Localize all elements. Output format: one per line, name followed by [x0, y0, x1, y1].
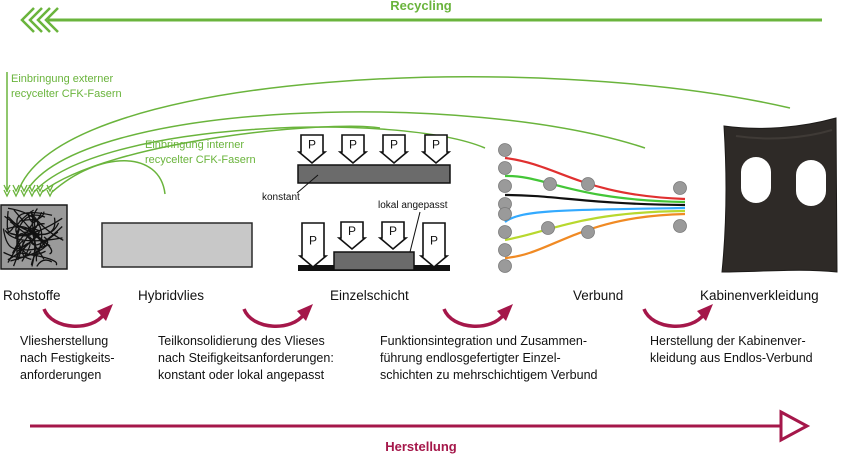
roller-icon [541, 221, 555, 235]
press-label: P [390, 138, 398, 152]
curved-arrow-icon [42, 304, 113, 328]
roller-icon [498, 225, 512, 239]
curved-step-arrows [42, 304, 713, 328]
roller-icon [498, 143, 512, 157]
roller-icon [498, 259, 512, 273]
press-arrow-icon: P [296, 134, 328, 165]
panel-window-left [741, 157, 771, 203]
svg-text:schichten zu mehrschichtigem V: schichten zu mehrschichtigem Verbund [380, 368, 598, 382]
composite-merge [498, 143, 687, 273]
step-description-1: Vliesherstellung nach Festigkeits- anfor… [20, 334, 114, 382]
manufacturing-arrow [30, 409, 811, 443]
composite-layer-line [504, 174, 686, 204]
svg-text:führung endlosgefertigter Einz: führung endlosgefertigter Einzel- [380, 351, 561, 365]
stage-label-einzelschicht: Einzelschicht [330, 288, 409, 303]
local-press-group: P P P P lokal angepasst [297, 200, 450, 271]
arrow-right-icon [779, 409, 811, 443]
press-arrow-icon: P [418, 222, 450, 269]
press-arrow-icon: P [420, 134, 452, 165]
curved-arrow-icon [442, 304, 513, 328]
press-label: P [432, 138, 440, 152]
press-label: P [349, 138, 357, 152]
press-arrow-icon: P [378, 134, 410, 165]
curved-arrow-icon [642, 304, 713, 328]
curved-arrow-icon [242, 304, 313, 328]
recycling-arrow [20, 7, 822, 33]
roller-icon [543, 177, 557, 191]
roller-icon [581, 177, 595, 191]
press-label: P [308, 138, 316, 152]
press-arrow-icon: P [337, 134, 369, 165]
press-arrow-icon: P [377, 221, 409, 251]
manufacturing-label: Herstellung [385, 439, 457, 454]
roller-icon [673, 181, 687, 195]
raw-fibres-image [0, 204, 68, 270]
composite-layer-line [504, 193, 686, 207]
panel-window-right [796, 160, 826, 206]
stage-label-rohstoffe: Rohstoffe [3, 288, 61, 303]
svg-text:recycelter CFK-Fasern: recycelter CFK-Fasern [11, 88, 122, 100]
stage-label-verbund: Verbund [573, 288, 623, 303]
callout-local: lokal angepasst [378, 200, 448, 211]
press-arrow-icon: P [297, 222, 329, 269]
press-label: P [430, 234, 438, 248]
press-label: P [348, 224, 356, 238]
feed-arrowheads [3, 184, 54, 198]
roller-icon [498, 161, 512, 175]
stage-label-kabinenverkleidung: Kabinenverkleidung [700, 288, 819, 303]
roller-icon [581, 225, 595, 239]
roller-icon [498, 243, 512, 257]
roller-icon [498, 207, 512, 221]
svg-text:Herstellung der Kabinenver-: Herstellung der Kabinenver- [650, 334, 806, 348]
svg-text:nach Festigkeits-: nach Festigkeits- [20, 351, 114, 365]
cabin-panel-image [721, 117, 838, 273]
step-description-3: Funktionsintegration und Zusammen- führu… [380, 334, 598, 382]
svg-text:Funktionsintegration und Zusam: Funktionsintegration und Zusammen- [380, 334, 587, 348]
svg-text:Teilkonsolidierung des Vlieses: Teilkonsolidierung des Vlieses [158, 334, 325, 348]
svg-text:nach Steifigkeitsanforderungen: nach Steifigkeitsanforderungen: [158, 351, 334, 365]
svg-text:Vliesherstellung: Vliesherstellung [20, 334, 108, 348]
chevron-left-triple-icon [20, 7, 59, 33]
roller-icon [673, 219, 687, 233]
hybrid-fleece-block [101, 222, 253, 268]
svg-text:anforderungen: anforderungen [20, 368, 101, 382]
press-label: P [389, 224, 397, 238]
svg-text:Einbringung externer: Einbringung externer [11, 73, 113, 85]
composite-layer-line [504, 212, 686, 260]
note-internal: Einbringung interner recycelter CFK-Fase… [145, 139, 256, 166]
callout-constant: konstant [262, 192, 300, 203]
local-layer [333, 251, 415, 271]
constant-layer [297, 164, 451, 184]
svg-text:Einbringung interner: Einbringung interner [145, 139, 244, 151]
feed-curves [6, 72, 791, 195]
stage-label-hybridvlies: Hybridvlies [138, 288, 204, 303]
svg-text:konstant oder lokal angepasst: konstant oder lokal angepasst [158, 368, 325, 382]
composite-layer-line [504, 156, 686, 201]
step-description-2: Teilkonsolidierung des Vlieses nach Stei… [158, 334, 334, 382]
svg-text:recycelter CFK-Fasern: recycelter CFK-Fasern [145, 154, 256, 166]
svg-text:kleidung aus Endlos-Verbund: kleidung aus Endlos-Verbund [650, 351, 813, 365]
composite-layer-line [504, 206, 686, 223]
recycling-label: Recycling [390, 0, 451, 13]
constant-press-group: P P P P konstant [262, 134, 452, 203]
step-description-4: Herstellung der Kabinenver- kleidung aus… [650, 334, 813, 365]
note-external: Einbringung externer recycelter CFK-Fase… [11, 73, 122, 100]
press-label: P [309, 234, 317, 248]
roller-icon [498, 179, 512, 193]
press-arrow-icon: P [336, 221, 368, 251]
composite-layer-line [504, 209, 686, 242]
